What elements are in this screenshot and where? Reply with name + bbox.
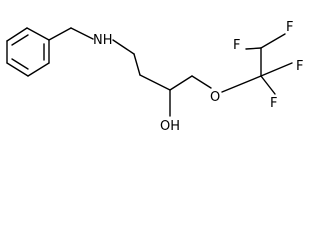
chain-bond bbox=[169, 75, 193, 91]
fluorine-label: F bbox=[270, 96, 277, 111]
ring-bond bbox=[27, 62, 50, 77]
chain-bond bbox=[133, 53, 141, 76]
nitrogen-label: NH bbox=[93, 33, 113, 48]
fluorine-label: F bbox=[286, 20, 293, 35]
nitrogen-to-ch2-bond bbox=[112, 39, 135, 55]
ring-double-bond bbox=[11, 34, 29, 46]
chain-bond bbox=[139, 74, 171, 91]
ring-double-bond bbox=[11, 58, 29, 70]
ring-bond bbox=[26, 27, 50, 41]
ch2-to-ether-oxygen-bond bbox=[191, 75, 212, 89]
ether-oxygen-label: O bbox=[210, 90, 220, 105]
ether-oxygen-to-cf2-bond bbox=[221, 75, 262, 93]
cf2-to-f-bond bbox=[260, 75, 276, 95]
fluorine-label: F bbox=[233, 38, 240, 53]
hydroxyl-label: OH bbox=[160, 119, 180, 134]
ring-bond bbox=[6, 27, 28, 42]
structure-canvas: NH OH O F F F F bbox=[6, 20, 304, 134]
chf2-to-f-bond bbox=[245, 47, 262, 50]
molecule-structure-diagram: NH OH O F F F F bbox=[6, 20, 303, 134]
benzene-ring bbox=[6, 27, 50, 77]
fluorine-label: F bbox=[296, 59, 303, 74]
benzyl-bond bbox=[48, 27, 72, 41]
cf2-to-f-bond bbox=[260, 62, 293, 77]
ring-bond bbox=[6, 62, 29, 77]
chf2-to-f-bond bbox=[260, 33, 286, 49]
ch2-to-nitrogen-bond bbox=[70, 27, 94, 40]
